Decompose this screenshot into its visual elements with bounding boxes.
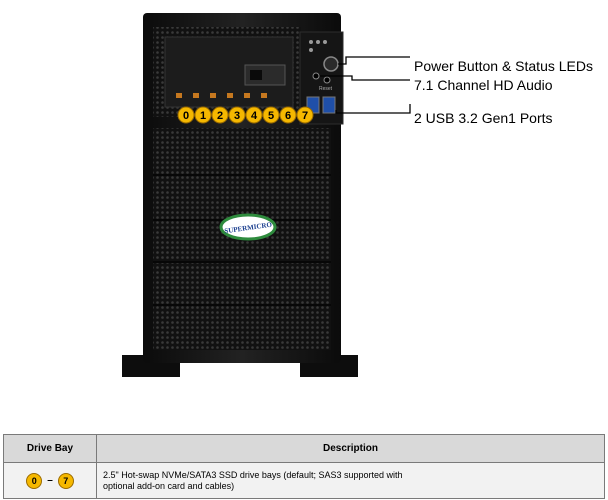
server-tower-figure: Reset 0 1 2 3 4 5 6 7 SUPERMICRO [122, 13, 411, 377]
table-row: 0–7 2.5" Hot-swap NVMe/SATA3 SSD drive b… [3, 462, 605, 499]
latch-handle [250, 70, 262, 80]
audio-jack-icon-2 [323, 76, 331, 84]
bay-badge-6: 6 [279, 106, 297, 124]
range-dash: – [47, 475, 53, 486]
reset-label: Reset [319, 86, 333, 92]
drive-bay-tabs [176, 93, 267, 98]
bay-badge-4: 4 [245, 106, 263, 124]
bay-badge-5: 5 [262, 106, 280, 124]
bay-end-badge: 7 [57, 472, 74, 489]
svg-text:3: 3 [234, 110, 240, 122]
drive-bay-table: Drive Bay Description 0–7 2.5" Hot-swap … [3, 434, 605, 499]
drive-bay-range-cell: 0–7 [3, 462, 97, 499]
audio-jack-icon [312, 72, 320, 80]
bay-badge-7: 7 [296, 106, 314, 124]
callout-lines [320, 56, 411, 114]
bay-badge-0: 0 [177, 106, 195, 124]
status-led-icons [309, 40, 327, 52]
drive-bay-badges: 0 1 2 3 4 5 6 7 [177, 106, 314, 124]
svg-text:4: 4 [251, 110, 258, 122]
callout-hd-audio: 7.1 Channel HD Audio [414, 77, 553, 93]
header-drive-bay: Drive Bay [3, 434, 97, 463]
description-cell: 2.5" Hot-swap NVMe/SATA3 SSD drive bays … [96, 462, 605, 499]
svg-text:1: 1 [200, 110, 206, 122]
bay-start-badge: 0 [26, 472, 43, 489]
svg-text:6: 6 [285, 110, 291, 122]
bay-badge-3: 3 [228, 106, 246, 124]
svg-text:2: 2 [217, 110, 223, 122]
callout-power-button: Power Button & Status LEDs [414, 58, 593, 74]
supermicro-logo-oval [219, 213, 277, 241]
bay-badge-1: 1 [194, 106, 212, 124]
bay-badge-2: 2 [211, 106, 229, 124]
table-header-row: Drive Bay Description [3, 434, 605, 463]
callout-usb-ports: 2 USB 3.2 Gen1 Ports [414, 110, 553, 126]
power-button-icon[interactable] [323, 56, 339, 72]
description-line-1: 2.5" Hot-swap NVMe/SATA3 SSD drive bays … [103, 469, 403, 480]
svg-text:5: 5 [268, 110, 274, 122]
header-description: Description [96, 434, 605, 463]
description-line-2: optional add-on card and cables) [103, 480, 235, 491]
svg-text:7: 7 [302, 110, 308, 122]
svg-text:0: 0 [183, 110, 189, 122]
usb-port-2-icon[interactable] [322, 96, 336, 114]
